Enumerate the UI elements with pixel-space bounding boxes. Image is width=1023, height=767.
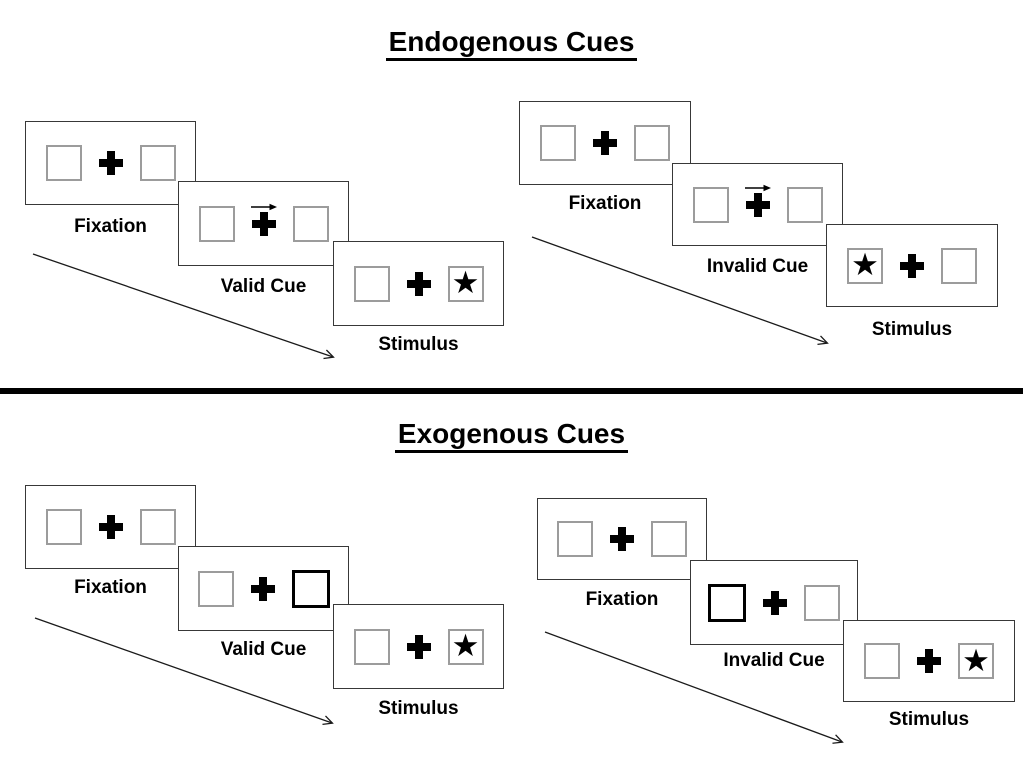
fixation-label: Fixation — [74, 216, 147, 237]
fixation-cross-icon — [250, 576, 275, 601]
fixation-cross-icon — [610, 527, 634, 551]
endogenous-valid-stimulus-panel: ★ — [333, 241, 504, 326]
fixation-cross-icon — [98, 151, 123, 175]
cue-label: Valid Cue — [220, 276, 307, 297]
stimulus-label: Stimulus — [871, 319, 953, 340]
right-box — [941, 247, 977, 284]
star-icon: ★ — [451, 265, 480, 300]
exogenous-title-row: Exogenous Cues — [0, 418, 1023, 454]
endogenous-invalid-stimulus-panel: ★ — [826, 224, 998, 307]
fixation-cross-icon — [763, 590, 787, 615]
cue-label: Valid Cue — [220, 639, 307, 660]
fixation-label: Fixation — [74, 577, 147, 598]
exogenous-invalid-stimulus-panel: ★ — [843, 620, 1015, 702]
fixation-label: Fixation — [585, 589, 659, 610]
fixation-cross-icon — [744, 184, 771, 217]
left-box — [353, 265, 390, 302]
right-box — [292, 205, 329, 242]
timeline-arrow-icon — [34, 617, 335, 725]
right-box: ★ — [958, 643, 994, 679]
cued-box — [291, 569, 330, 608]
star-icon: ★ — [451, 628, 480, 663]
endogenous-invalid-cue-panel — [672, 163, 843, 246]
fixation-cross-icon — [917, 649, 941, 673]
right-box — [139, 509, 176, 545]
left-box — [198, 205, 235, 242]
star-icon: ★ — [851, 247, 879, 282]
timeline-arrow-icon — [544, 631, 845, 744]
cue-arrow-icon — [250, 202, 277, 211]
exogenous-valid-fixation-panel — [25, 485, 196, 569]
star-icon: ★ — [962, 642, 990, 678]
stimulus-label: Stimulus — [888, 709, 970, 730]
exogenous-invalid-cue-panel — [690, 560, 858, 645]
fixation-cross-icon — [250, 203, 277, 236]
right-box: ★ — [447, 265, 484, 302]
right-box — [634, 125, 670, 161]
fixation-cross-icon — [98, 515, 123, 539]
right-box — [786, 186, 823, 223]
exogenous-valid-stimulus-panel: ★ — [333, 604, 504, 689]
timeline-arrow-icon — [32, 253, 336, 359]
right-box — [804, 584, 840, 621]
left-box — [197, 570, 234, 607]
left-box — [540, 125, 576, 161]
fixation-cross-icon — [406, 271, 431, 296]
cue-arrow-icon — [744, 183, 771, 192]
left-box — [864, 643, 900, 679]
endogenous-valid-cue-panel — [178, 181, 349, 266]
left-box — [692, 186, 729, 223]
section-divider — [0, 388, 1023, 394]
exogenous-section-title: Exogenous Cues — [394, 418, 629, 454]
fixation-cross-icon — [900, 253, 924, 278]
right-box — [139, 145, 176, 181]
fixation-cross-icon — [593, 131, 617, 155]
endogenous-valid-fixation-panel — [25, 121, 196, 205]
cue-label: Invalid Cue — [706, 256, 809, 277]
right-box: ★ — [447, 628, 484, 665]
cue-label: Invalid Cue — [723, 650, 825, 671]
stimulus-label: Stimulus — [378, 698, 459, 719]
left-box — [557, 521, 593, 557]
endogenous-invalid-fixation-panel — [519, 101, 691, 185]
fixation-label: Fixation — [568, 193, 642, 214]
exogenous-valid-cue-panel — [178, 546, 349, 631]
left-box: ★ — [847, 247, 883, 284]
left-box — [45, 145, 82, 181]
right-box — [651, 521, 687, 557]
left-box — [353, 628, 390, 665]
left-box — [45, 509, 82, 545]
exogenous-invalid-fixation-panel — [537, 498, 707, 580]
cued-box — [708, 583, 746, 622]
endogenous-section-title: Endogenous Cues — [385, 26, 638, 62]
stimulus-label: Stimulus — [378, 334, 459, 355]
fixation-cross-icon — [406, 634, 431, 659]
endogenous-title-row: Endogenous Cues — [0, 26, 1023, 62]
timeline-arrow-icon — [531, 236, 830, 345]
